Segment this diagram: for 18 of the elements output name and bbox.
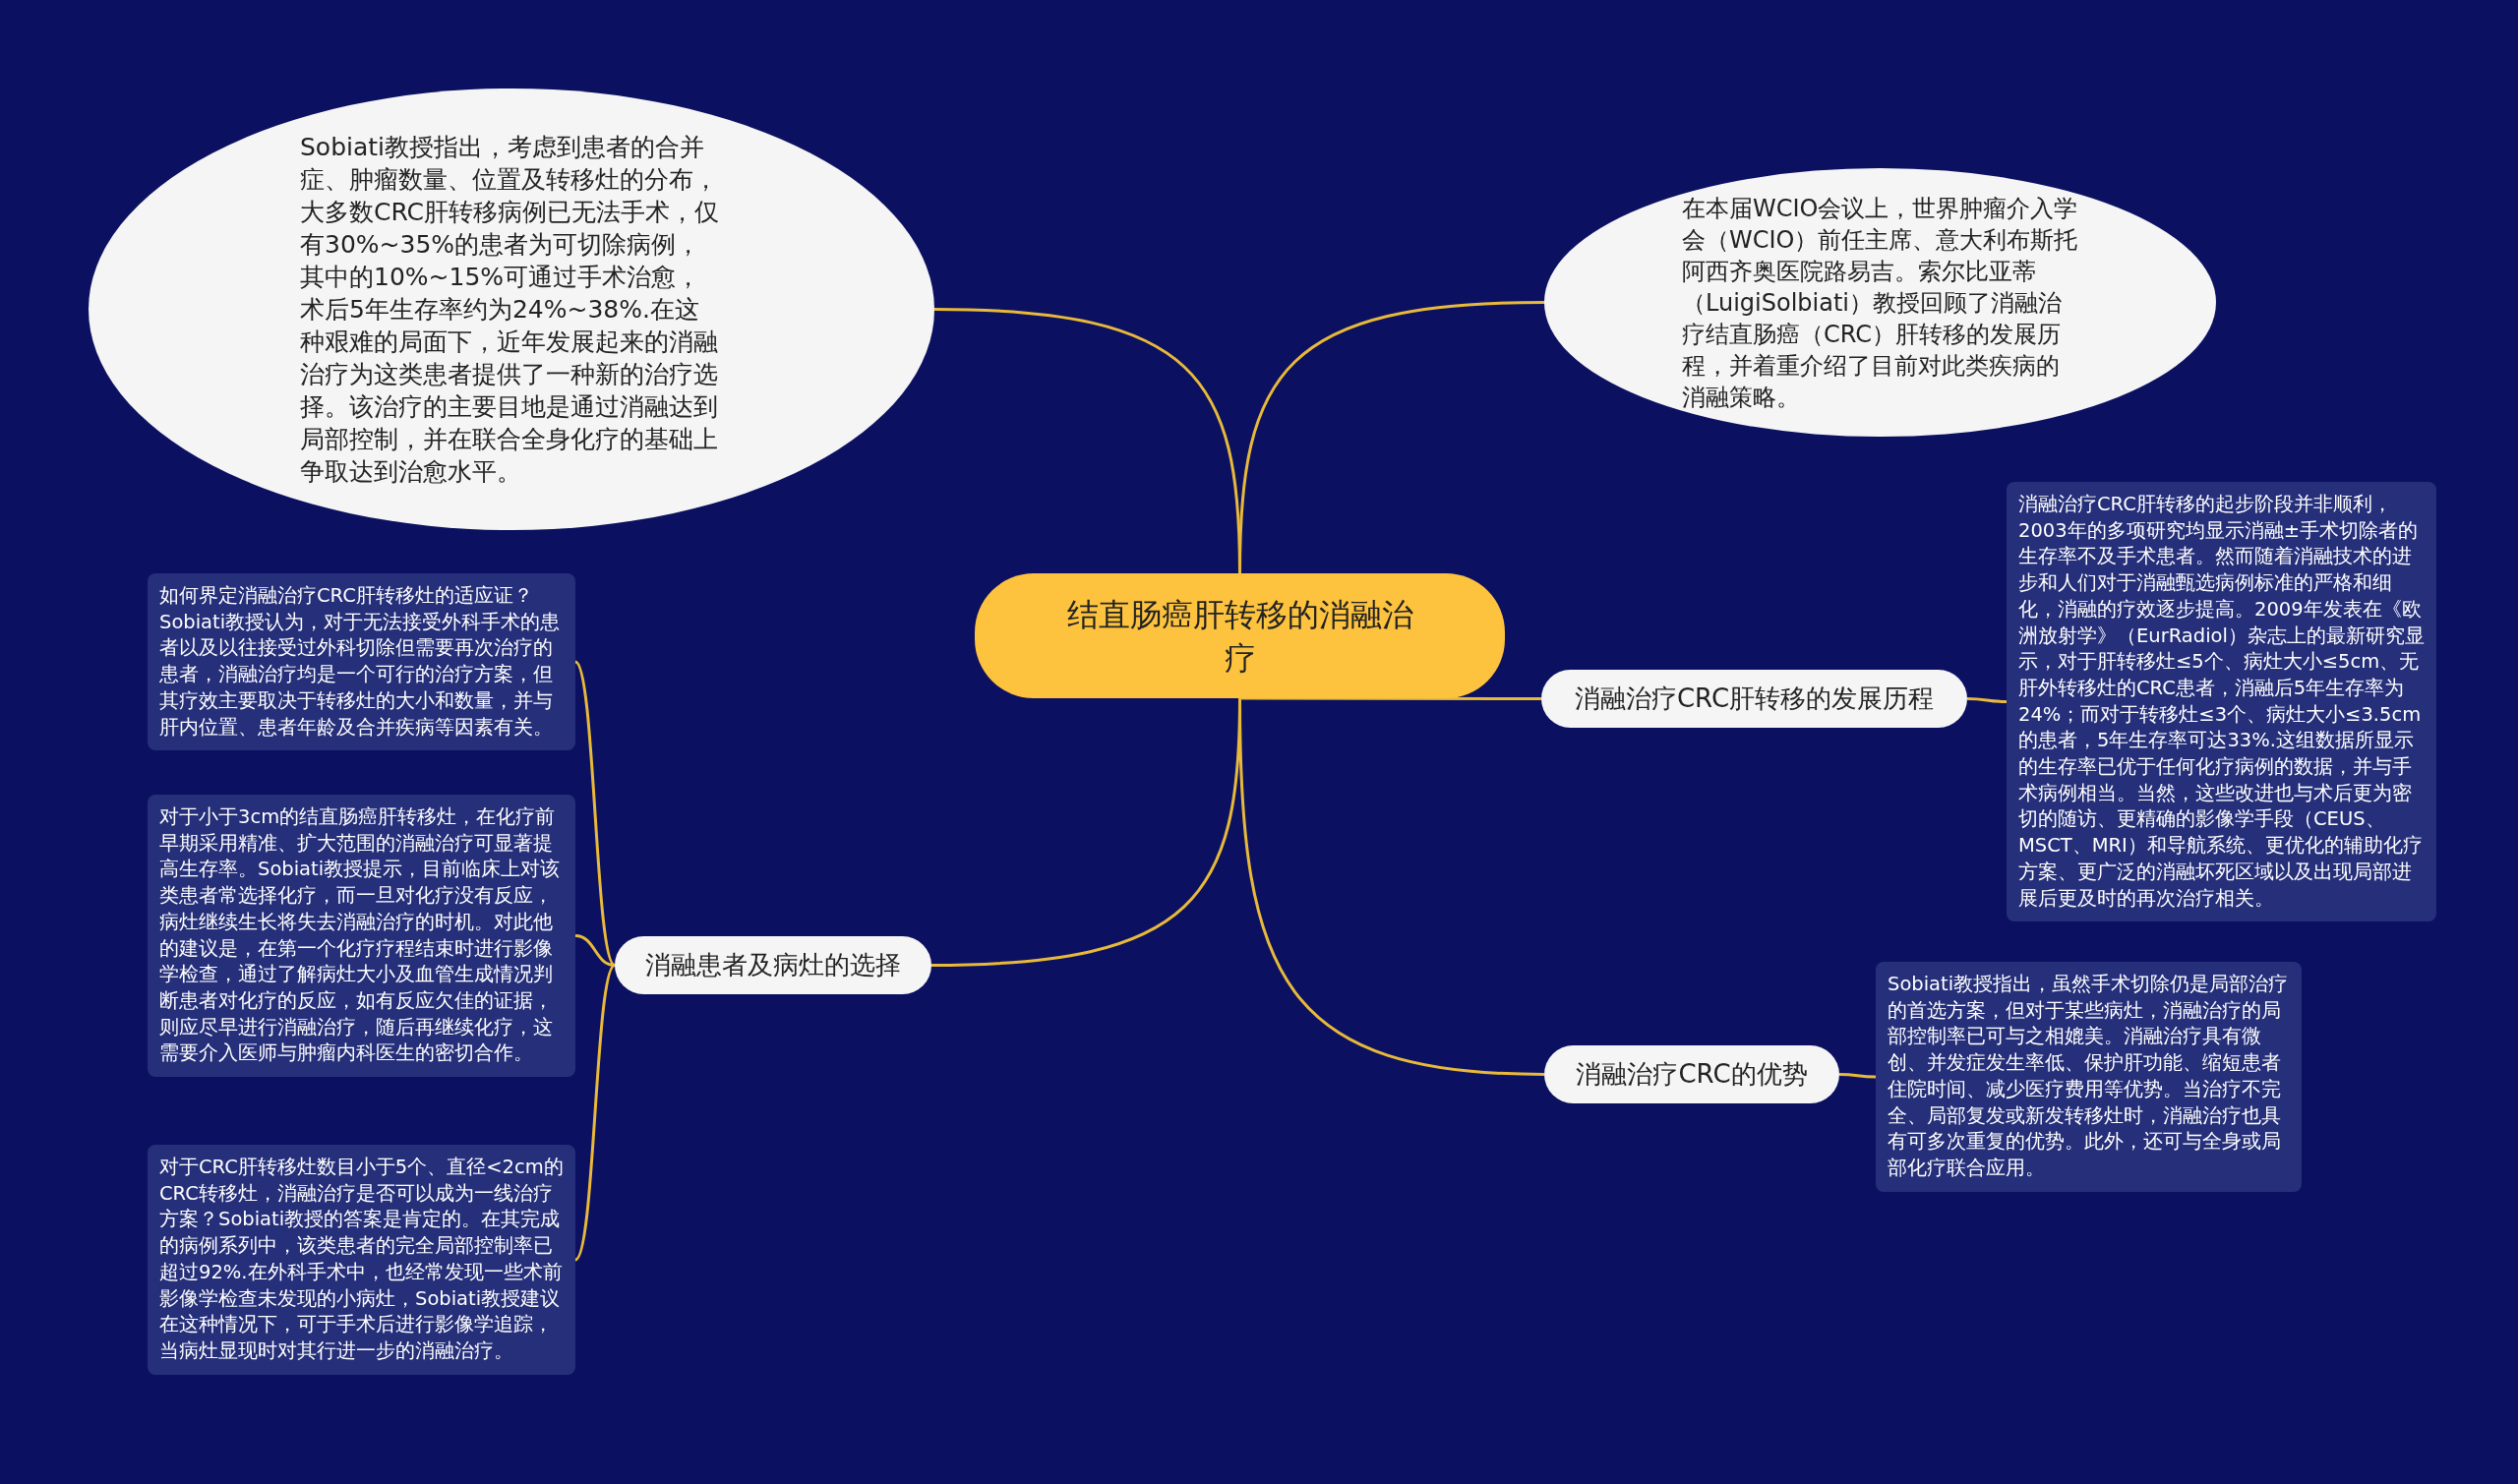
text-card: 对于CRC肝转移灶数目小于5个、直径<2cm的CRC转移灶，消融治疗是否可以成为一线治疗方案？Sobiati教授的答案是肯定的。在其完成的病例系列中，该类患者的完全局部控制率已超过92%.在外科手术中，也经常发现一些术前影像学检查未发现的小病灶，Sobiati教授建议在这种情况下，可于手术后进行影像学追踪，当病灶显现时对其行进一步的消融治疗。 [148, 1145, 575, 1375]
connector-line [1238, 301, 1545, 574]
central-topic: 结直肠癌肝转移的消融治疗 [975, 573, 1505, 698]
text-card: 如何界定消融治疗CRC肝转移灶的适应证？Sobiati教授认为，对于无法接受外科手术的患者以及以往接受过外科切除但需要再次治疗的患者，消融治疗均是一个可行的治疗方案，但其疗效主要取决于转移灶的大小和数量，并与肝内位置、患者年龄及合并疾病等因素有关。 [148, 573, 575, 751]
connector-line [1839, 1073, 1876, 1079]
text-card: 消融治疗CRC肝转移的起步阶段并非顺利，2003年的多项研究均显示消融±手术切除者的生存率不及手术患者。然而随着消融技术的进步和人们对于消融甄选病例标准的严格和细化，消融的疗效逐步提高。2009年发表在《欧洲放射学》（EurRadiol）杂志上的最新研究显示，对于肝转移灶≤5个、病灶大小≤5cm、无肝外转移灶的CRC患者，消融后5年生存率为24%；而对于转移灶≤3个、病灶大小≤3.5cm的患者，5年生存率可达33%.这组数据所显示的生存率已优于任何化疗病例的数据，并与手术病例相当。当然，这些改进也与术后更为密切的随访、更精确的影像学手段（CEUS、MSCT、MRI）和导航系统、更优化的辅助化疗方案、更广泛的消融坏死区域以及出现局部进展后更及时的再次治疗相关。 [2007, 482, 2436, 922]
connector-line [574, 934, 616, 967]
connector-line [573, 661, 617, 967]
text-bubble: Sobiati教授指出，考虑到患者的合并症、肿瘤数量、位置及转移灶的分布，大多数CRC肝转移病例已无法手术，仅有30%~35%的患者为可切除病例，其中的10%~15%可通过手术治愈，术后5年生存率约为24%~38%.在这种艰难的局面下，近年发展起来的消融治疗为这类患者提供了一种新的治疗选择。该治疗的主要目地是通过消融达到局部控制，并在联合全身化疗的基础上争取达到治愈水平。 [89, 89, 934, 530]
connector-line [1239, 696, 1541, 700]
text-bubble: 在本届WCIO会议上，世界肿瘤介入学会（WCIO）前任主席、意大利布斯托阿西齐奥医院路易吉。索尔比亚蒂（LuigiSolbiati）教授回顾了消融治疗结直肠癌（CRC）肝转移的发展历程，并着重介绍了目前对此类疾病的消融策略。 [1544, 168, 2216, 437]
connector-line [1966, 697, 2008, 703]
text-card: Sobiati教授指出，虽然手术切除仍是局部治疗的首选方案，但对于某些病灶，消融治疗的局部控制率已可与之相媲美。消融治疗具有微创、并发症发生率低、保护肝功能、缩短患者住院时间、减少医疗费用等优势。当治疗不完全、局部复发或新发转移灶时，消融治疗也具有可多次重复的优势。此外，还可与全身或局部化疗联合应用。 [1876, 962, 2302, 1192]
topic-pill: 消融治疗CRC肝转移的发展历程 [1541, 670, 1967, 728]
topic-pill: 消融患者及病灶的选择 [615, 936, 931, 994]
text-card: 对于小于3cm的结直肠癌肝转移灶，在化疗前早期采用精准、扩大范围的消融治疗可显著提高生存率。Sobiati教授提示，目前临床上对该类患者常选择化疗，而一旦对化疗没有反应，病灶继续生长将失去消融治疗的时机。对此他的建议是，在第一个化疗疗程结束时进行影像学检查，通过了解病灶大小及血管生成情况判断患者对化疗的反应，如有反应欠佳的证据，则应尽早进行消融治疗，随后再继续化疗，这需要介入医师与肿瘤内科医生的密切合作。 [148, 795, 575, 1078]
topic-pill: 消融治疗CRC的优势 [1544, 1045, 1839, 1103]
connector-line [573, 964, 617, 1261]
